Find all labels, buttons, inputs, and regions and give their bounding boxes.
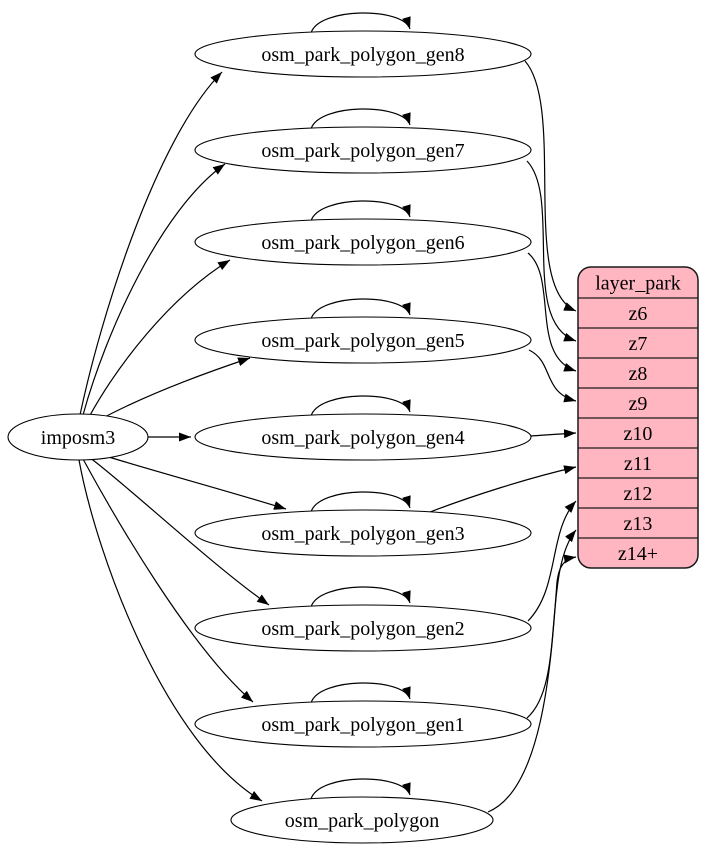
node-ellipse-osm_park_polygon_gen2 — [194, 604, 532, 652]
edge-imposm3-to-osm_park_polygon_gen2 — [88, 456, 270, 606]
self-loop-osm_park_polygon_gen5 — [310, 298, 411, 320]
node-label-osm_park_polygon: osm_park_polygon — [285, 810, 439, 832]
record-row-label-z6: z6 — [629, 303, 648, 325]
record-row-label-z12: z12 — [624, 483, 653, 505]
edge-imposm3-to-osm_park_polygon_gen3 — [98, 453, 287, 510]
node-ellipse-imposm3 — [7, 413, 149, 461]
node-osm_park_polygon_gen8: osm_park_polygon_gen8 — [194, 30, 532, 78]
node-imposm3: imposm3 — [7, 413, 149, 461]
record-row-label-z11: z11 — [624, 453, 652, 475]
node-osm_park_polygon: osm_park_polygon — [230, 796, 494, 844]
record-row-label-z7: z7 — [629, 333, 648, 355]
edge-imposm3-to-osm_park_polygon — [78, 459, 263, 802]
node-label-osm_park_polygon_gen8: osm_park_polygon_gen8 — [261, 44, 464, 66]
node-osm_park_polygon_gen6: osm_park_polygon_gen6 — [194, 218, 532, 266]
node-ellipse-osm_park_polygon_gen3 — [194, 509, 532, 557]
edge-imposm3-to-osm_park_polygon_gen1 — [82, 458, 254, 703]
node-osm_park_polygon_gen2: osm_park_polygon_gen2 — [194, 604, 532, 652]
node-ellipse-osm_park_polygon — [230, 796, 494, 844]
edge-imposm3-to-osm_park_polygon_gen5 — [98, 357, 251, 421]
self-loop-osm_park_polygon_gen7 — [310, 108, 411, 130]
node-ellipse-osm_park_polygon_gen5 — [194, 316, 532, 364]
edge-osm_park_polygon_gen4-to-layer_park-z10 — [530, 429, 577, 439]
node-label-osm_park_polygon_gen4: osm_park_polygon_gen4 — [261, 427, 464, 449]
node-label-osm_park_polygon_gen2: osm_park_polygon_gen2 — [261, 618, 464, 640]
node-ellipse-osm_park_polygon_gen6 — [194, 218, 532, 266]
edge-osm_park_polygon-to-layer_park-z14+ — [487, 554, 577, 813]
record-header-label: layer_park — [595, 273, 681, 295]
record-row-label-z8: z8 — [629, 363, 648, 385]
edge-osm_park_polygon_gen7-to-layer_park-z7 — [526, 160, 577, 342]
record-row-label-z13: z13 — [624, 513, 653, 535]
self-loop-osm_park_polygon_gen2 — [310, 586, 411, 608]
node-ellipse-osm_park_polygon_gen8 — [194, 30, 532, 78]
record-row-label-z9: z9 — [629, 393, 648, 415]
node-label-osm_park_polygon_gen7: osm_park_polygon_gen7 — [261, 140, 464, 162]
edge-imposm3-to-osm_park_polygon_gen6 — [88, 259, 231, 418]
node-layer: imposm3 osm_park_polygon_gen8 osm_park_pol… — [7, 30, 532, 844]
node-osm_park_polygon_gen7: osm_park_polygon_gen7 — [194, 126, 532, 174]
node-osm_park_polygon_gen5: osm_park_polygon_gen5 — [194, 316, 532, 364]
node-ellipse-osm_park_polygon_gen1 — [194, 700, 532, 748]
edge-layer — [78, 12, 577, 813]
node-ellipse-osm_park_polygon_gen7 — [194, 126, 532, 174]
node-label-imposm3: imposm3 — [41, 427, 115, 449]
edge-osm_park_polygon_gen3-to-layer_park-z11 — [429, 465, 577, 513]
node-osm_park_polygon_gen3: osm_park_polygon_gen3 — [194, 509, 532, 557]
node-label-osm_park_polygon_gen6: osm_park_polygon_gen6 — [261, 232, 464, 254]
self-loop-osm_park_polygon_gen6 — [310, 200, 411, 222]
self-loop-osm_park_polygon_gen8 — [310, 12, 411, 34]
self-loop-osm_park_polygon_gen1 — [310, 682, 411, 704]
edge-imposm3-to-osm_park_polygon_gen8 — [79, 71, 223, 416]
node-osm_park_polygon_gen4: osm_park_polygon_gen4 — [194, 413, 532, 461]
self-loop-osm_park_polygon — [310, 778, 411, 800]
node-osm_park_polygon_gen1: osm_park_polygon_gen1 — [194, 700, 532, 748]
edge-osm_park_polygon_gen8-to-layer_park-z6 — [524, 60, 577, 312]
node-ellipse-osm_park_polygon_gen4 — [194, 413, 532, 461]
record-layer_park: layer_park z6 z7 z8 z9 z10 z11 z12 z13 z14+ — [577, 266, 699, 569]
edge-osm_park_polygon_gen6-to-layer_park-z8 — [527, 252, 577, 372]
node-label-osm_park_polygon_gen1: osm_park_polygon_gen1 — [261, 714, 464, 736]
edge-osm_park_polygon_gen2-to-layer_park-z12 — [527, 500, 577, 622]
self-loop-osm_park_polygon_gen4 — [310, 395, 411, 417]
record-row-label-z14+: z14+ — [618, 543, 658, 565]
edge-imposm3-to-osm_park_polygon_gen7 — [82, 163, 226, 416]
record-row-label-z10: z10 — [624, 423, 653, 445]
self-loop-osm_park_polygon_gen3 — [310, 491, 411, 513]
node-label-osm_park_polygon_gen3: osm_park_polygon_gen3 — [261, 523, 464, 545]
edge-osm_park_polygon_gen5-to-layer_park-z9 — [528, 349, 577, 403]
node-label-osm_park_polygon_gen5: osm_park_polygon_gen5 — [261, 330, 464, 352]
